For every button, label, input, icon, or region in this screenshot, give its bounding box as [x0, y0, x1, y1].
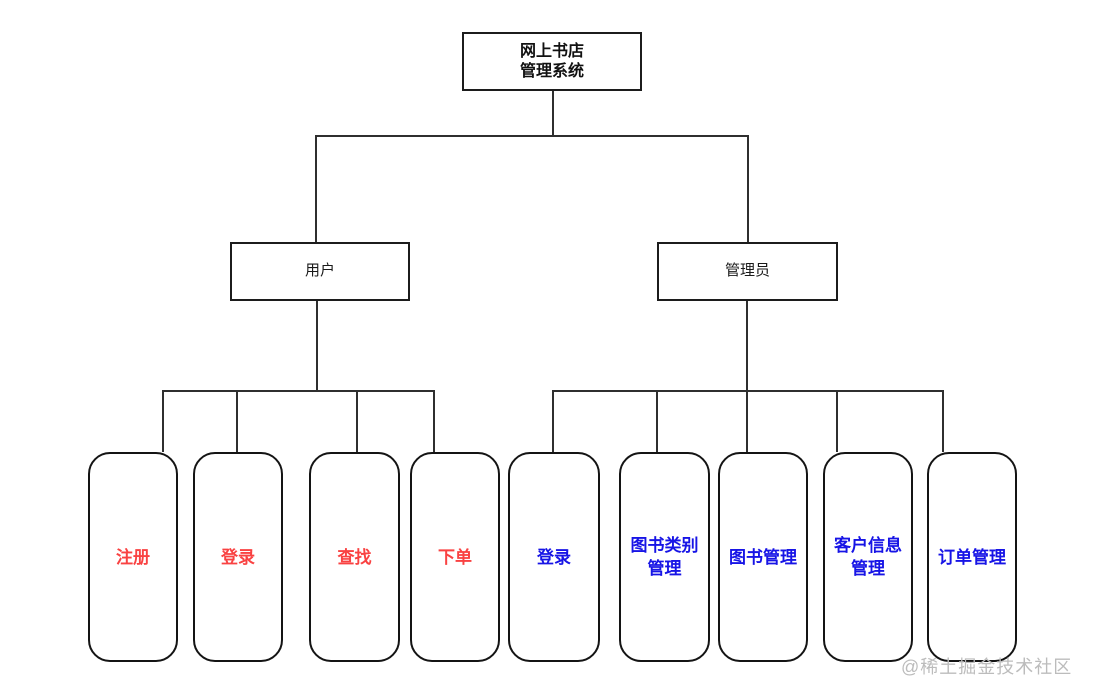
node-login-user: 登录: [193, 452, 283, 662]
node-order-mgmt: 订单管理: [927, 452, 1017, 662]
node-book-mgmt-label: 图书管理: [729, 547, 797, 567]
node-admin-label: 管理员: [724, 262, 770, 280]
watermark-text: @稀土掘金技术社区: [901, 657, 1073, 677]
node-login-admin-label: 登录: [537, 547, 571, 567]
node-customer-info-mgmt: 客户信息 管理: [823, 452, 913, 662]
node-login-user-label: 登录: [221, 547, 255, 567]
node-root-system: 网上书店 管理系统: [462, 32, 642, 91]
node-admin: 管理员: [657, 242, 838, 301]
node-register: 注册: [88, 452, 178, 662]
node-user-label: 用户: [304, 262, 335, 280]
node-place-order: 下单: [410, 452, 500, 662]
node-login-admin: 登录: [508, 452, 600, 662]
node-user: 用户: [230, 242, 410, 301]
node-search-label: 查找: [337, 547, 372, 567]
node-place-order-label: 下单: [438, 547, 472, 567]
node-register-label: 注册: [116, 547, 150, 567]
node-book-category-mgmt: 图书类别 管理: [619, 452, 710, 662]
node-book-mgmt: 图书管理: [718, 452, 808, 662]
node-customer-info-mgmt-label: 客户信息 管理: [834, 536, 902, 578]
node-search: 查找: [309, 452, 400, 662]
node-root-label: 网上书店 管理系统: [519, 42, 584, 80]
node-book-category-mgmt-label: 图书类别 管理: [630, 536, 699, 578]
node-order-mgmt-label: 订单管理: [938, 547, 1006, 567]
